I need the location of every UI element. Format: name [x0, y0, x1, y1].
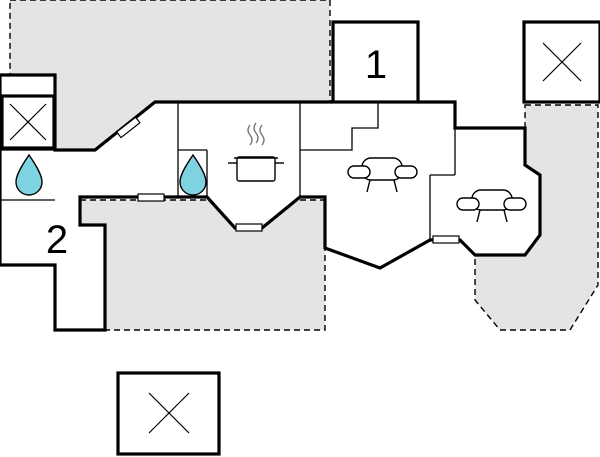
- sofa-icon: [456, 189, 527, 223]
- cooking-pot-icon: [228, 122, 284, 182]
- staircase: [300, 102, 379, 151]
- window: [432, 235, 460, 244]
- window: [235, 223, 263, 232]
- water-drop-icon: [15, 153, 43, 196]
- window: [115, 116, 141, 139]
- floor-label-1: 1: [365, 43, 387, 87]
- cross-icon: [116, 371, 221, 456]
- cross-icon: [522, 20, 600, 104]
- cross-icon: [0, 94, 56, 150]
- upper-floor-block: [331, 20, 420, 104]
- window: [137, 193, 165, 202]
- terrace-right: [474, 104, 599, 331]
- terrace-bottom-center: [79, 199, 326, 331]
- exterior-wall: [0, 100, 542, 332]
- water-drop-icon: [179, 153, 207, 196]
- floor-label-2: 2: [46, 218, 68, 262]
- sofa-icon: [347, 157, 418, 193]
